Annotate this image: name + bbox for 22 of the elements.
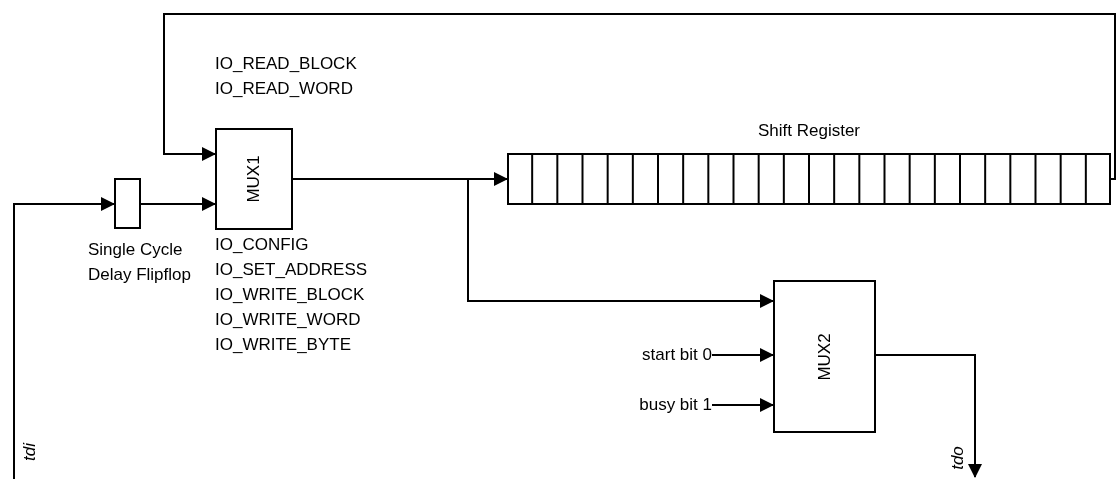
command-label: IO_READ_WORD <box>215 79 353 99</box>
command-label: IO_READ_BLOCK <box>215 54 357 74</box>
component-caption: Single Cycle Delay Flipflop <box>88 239 192 286</box>
command-label: IO_SET_ADDRESS <box>215 260 368 280</box>
multiplexer-block <box>773 280 876 433</box>
signal-arrow <box>711 398 774 412</box>
block-label: MUX2 <box>814 332 835 381</box>
command-label: IO_WRITE_BLOCK <box>215 285 365 305</box>
flipflop-block <box>114 178 141 229</box>
multiplexer-block <box>215 128 293 230</box>
signal-label: start bit 0 <box>590 344 712 366</box>
signal-arrow <box>140 197 216 211</box>
signal-arrow <box>875 354 982 478</box>
block-label: MUX1 <box>244 155 264 203</box>
register-title: Shift Register <box>758 121 860 141</box>
command-label: IO_WRITE_BYTE <box>215 335 352 355</box>
signal-arrow <box>711 348 774 362</box>
signal-label: busy bit 1 <box>590 394 712 416</box>
signal-arrow <box>163 13 1116 180</box>
command-label: IO_CONFIG <box>215 235 309 255</box>
command-label: IO_WRITE_WORD <box>215 310 361 330</box>
signal-arrow <box>13 197 115 479</box>
